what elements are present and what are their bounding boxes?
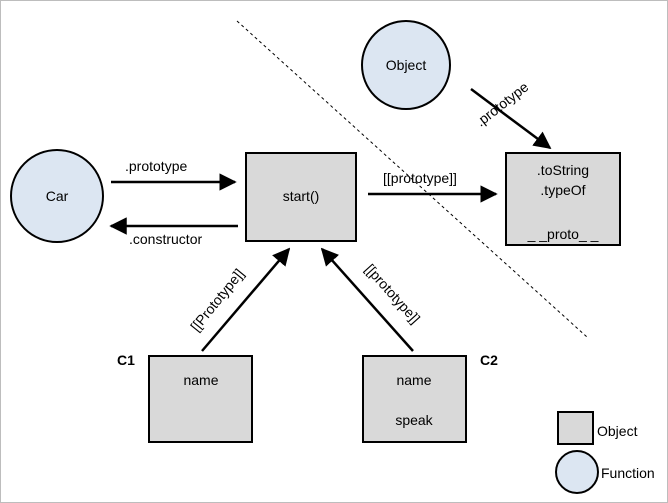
edge-start-to-object-prototype: [[prototype]] bbox=[368, 170, 498, 203]
function-circle bbox=[10, 149, 104, 243]
c1-label: C1 bbox=[117, 352, 135, 368]
edge-car-prototype: .prototype bbox=[111, 158, 237, 191]
legend: Object Function bbox=[555, 411, 655, 494]
object-box bbox=[245, 152, 357, 242]
car-function-label: Car bbox=[46, 188, 69, 204]
legend-object-swatch bbox=[557, 411, 594, 445]
edge-label: .prototype bbox=[472, 78, 531, 129]
c2-speak-label: speak bbox=[395, 412, 433, 428]
object-box bbox=[148, 355, 253, 443]
edge-object-prototype: .prototype bbox=[470, 78, 552, 150]
edge-label: [[prototype]] bbox=[362, 261, 423, 327]
function-circle bbox=[361, 20, 451, 110]
object-prototype-node: .toString .typeOf _ _proto_ _ bbox=[505, 152, 621, 246]
object-function-node: Object bbox=[361, 20, 451, 110]
car-function-node: Car bbox=[10, 149, 104, 243]
start-method-label: start() bbox=[283, 188, 320, 204]
edge-label: [[Prototype]] bbox=[187, 265, 247, 334]
legend-function-label: Function bbox=[601, 465, 655, 481]
c1-object-node: name C1 bbox=[117, 352, 253, 443]
arrow-line bbox=[470, 87, 552, 150]
arrow-line bbox=[320, 247, 414, 352]
c2-object-node: name speak C2 bbox=[362, 352, 498, 443]
c2-label: C2 bbox=[480, 352, 498, 368]
legend-object-label: Object bbox=[597, 423, 638, 439]
object-box bbox=[362, 355, 467, 443]
edge-car-constructor: .constructor bbox=[109, 217, 238, 247]
typeof-label: .typeOf bbox=[540, 182, 585, 198]
edge-label: .prototype bbox=[125, 158, 187, 174]
dashed-divider bbox=[236, 20, 588, 338]
arrow-line bbox=[201, 247, 291, 352]
edge-c1-prototype: [[Prototype]] bbox=[187, 247, 291, 352]
edge-c2-prototype: [[prototype]] bbox=[320, 247, 423, 352]
object-box bbox=[505, 152, 621, 246]
proto-label: _ _proto_ _ bbox=[527, 226, 599, 242]
edge-label: [[prototype]] bbox=[383, 170, 457, 186]
c2-name-label: name bbox=[396, 372, 431, 388]
legend-function-swatch bbox=[555, 450, 599, 494]
object-function-label: Object bbox=[386, 57, 427, 73]
start-object-node: start() bbox=[245, 152, 357, 242]
tostring-label: .toString bbox=[537, 162, 589, 178]
edge-label: .constructor bbox=[129, 231, 202, 247]
c1-name-label: name bbox=[183, 372, 218, 388]
